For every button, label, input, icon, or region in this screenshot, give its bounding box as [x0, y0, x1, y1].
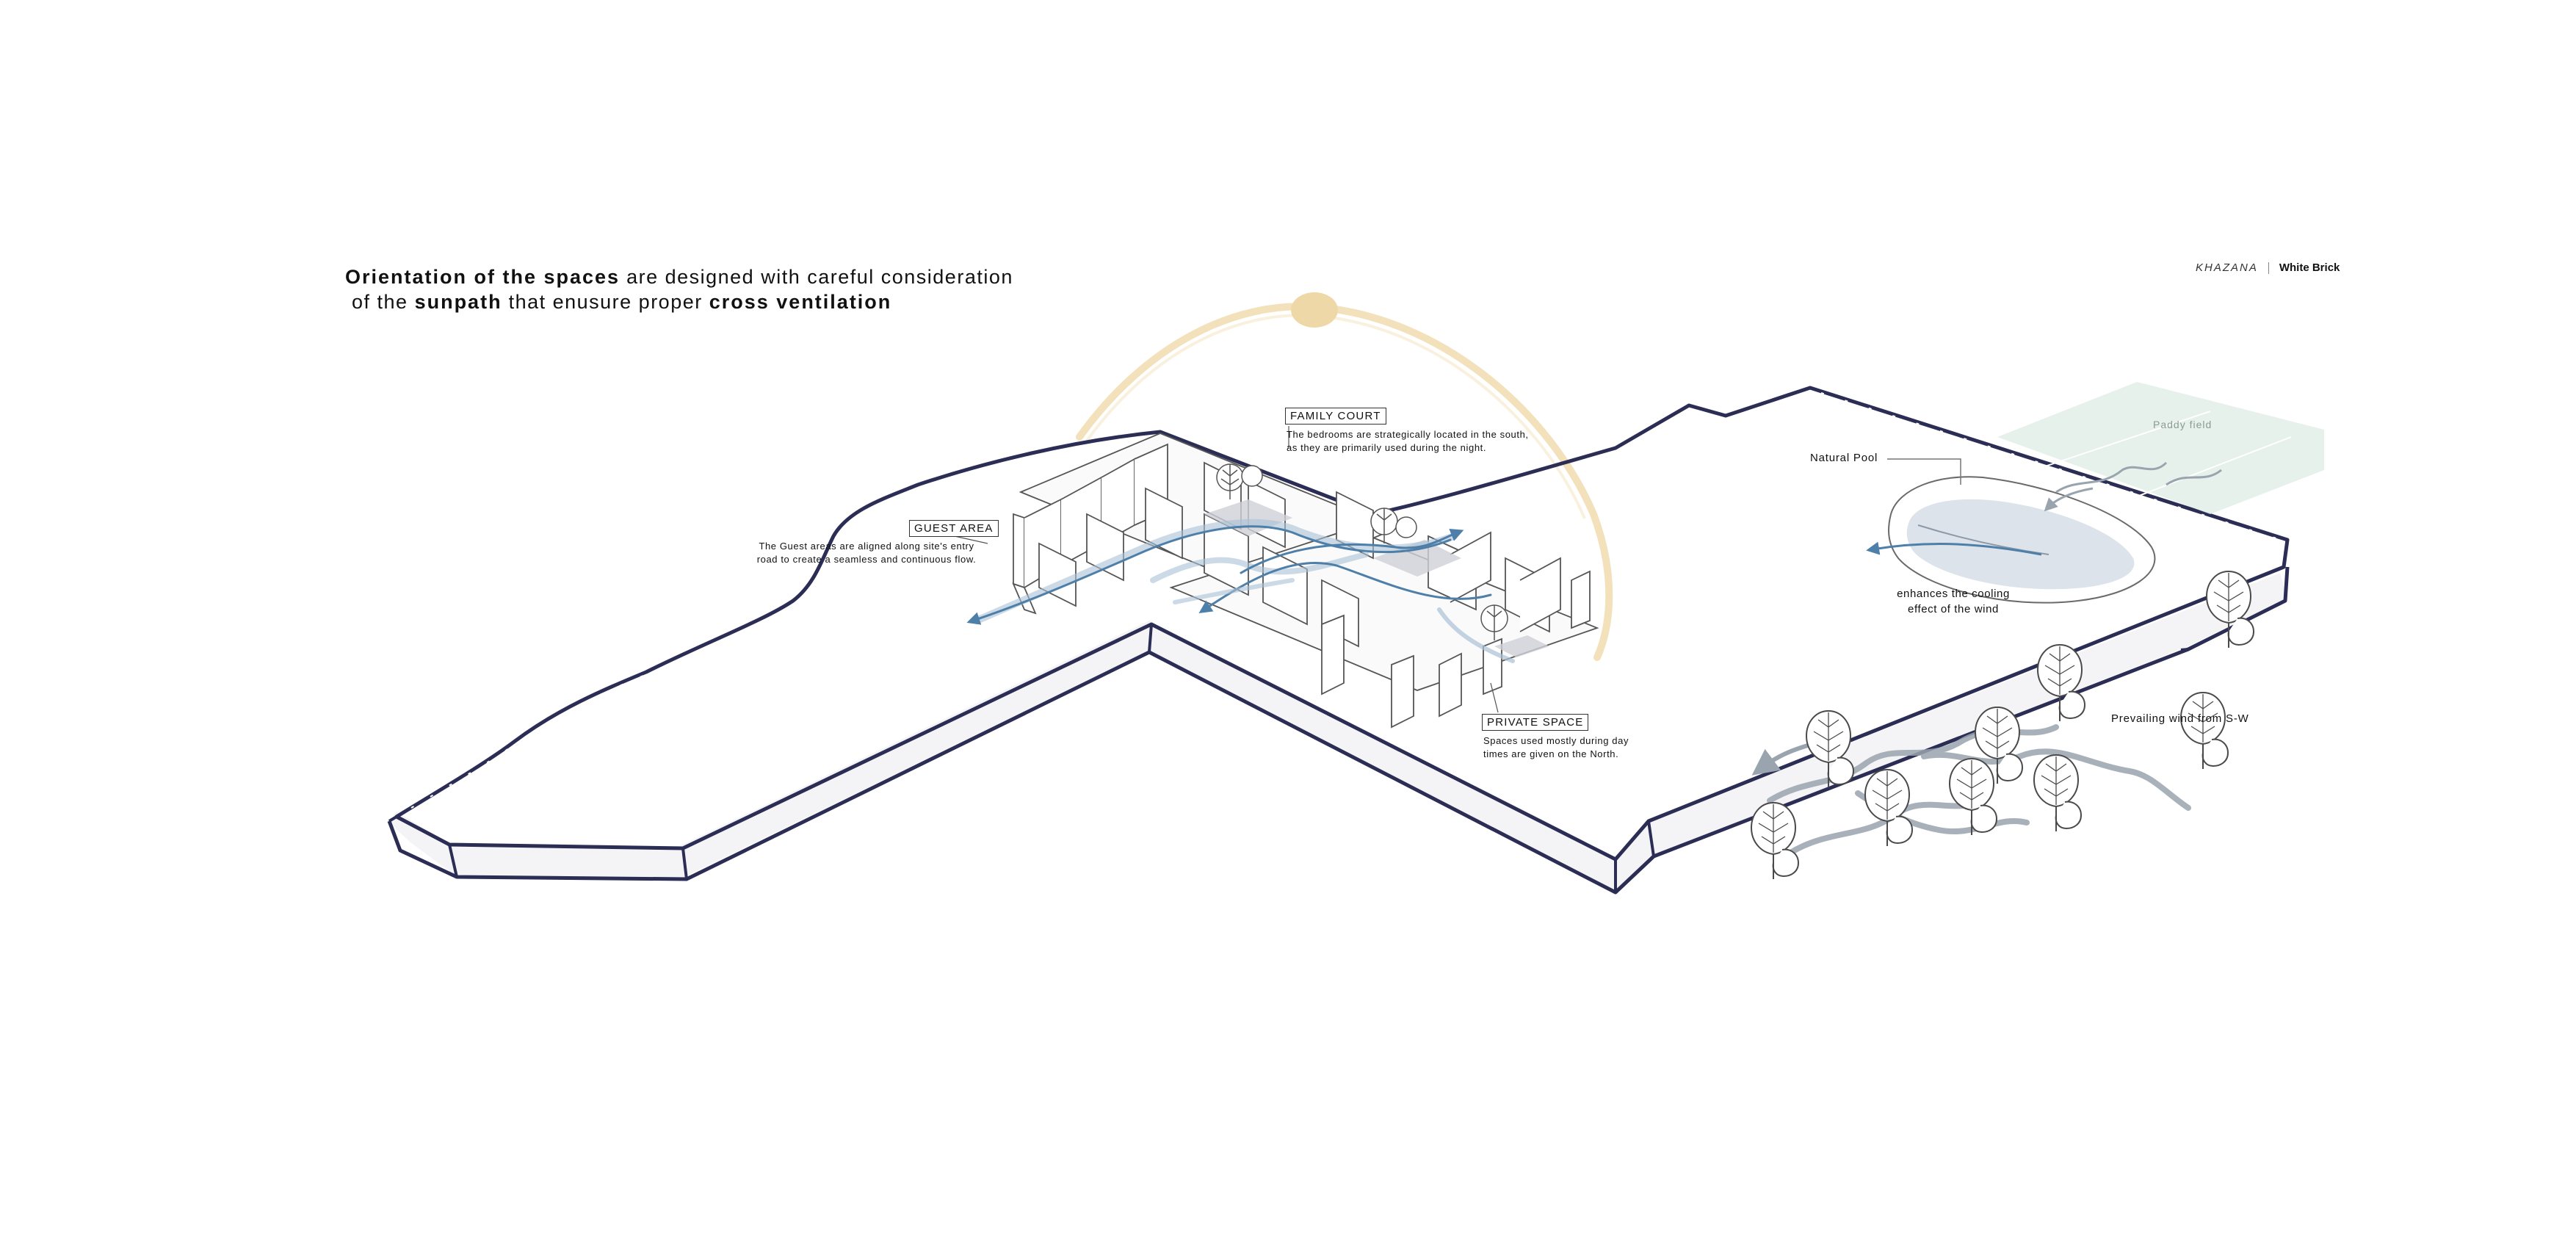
project-name: KHAZANA	[2196, 261, 2258, 274]
guest-area-line-2: road to create a seamless and continuous…	[742, 553, 991, 566]
cooling-line-2: effect of the wind	[1865, 602, 2041, 617]
family-court-description: The bedrooms are strategically located i…	[1287, 428, 1529, 455]
heading-line-1: Orientation of the spaces are designed w…	[345, 264, 1013, 289]
family-court-label: FAMILY COURT	[1285, 408, 1386, 425]
firm-name: White Brick	[2279, 261, 2340, 274]
heading-line-2-pre: of the	[345, 291, 415, 313]
natural-pool	[1873, 477, 2154, 602]
paddy-field-label: Paddy field	[2153, 419, 2212, 430]
guest-area-description: The Guest areas are aligned along site's…	[742, 540, 991, 566]
cooling-line-1: enhances the cooling	[1865, 586, 2041, 602]
brand-mark: KHAZANA White Brick	[2196, 261, 2340, 274]
private-space-line-1: Spaces used mostly during day	[1483, 734, 1629, 748]
heading-line-2-mid: that enusure proper	[502, 291, 709, 313]
heading-line-1-rest: are designed with careful consideration	[620, 266, 1013, 288]
brand-separator	[2268, 262, 2269, 274]
diagram-heading: Orientation of the spaces are designed w…	[345, 264, 1013, 314]
family-court-line-2: as they are primarily used during the ni…	[1287, 441, 1529, 455]
private-space-label: PRIVATE SPACE	[1482, 714, 1588, 731]
guest-area-line-1: The Guest areas are aligned along site's…	[742, 540, 991, 553]
heading-bold-orientation: Orientation of the spaces	[345, 266, 620, 288]
cooling-effect-note: enhances the cooling effect of the wind	[1865, 586, 2041, 617]
heading-bold-sunpath: sunpath	[415, 291, 502, 313]
guest-area-label: GUEST AREA	[909, 520, 999, 537]
heading-bold-cross-ventilation: cross ventilation	[709, 291, 892, 313]
private-space-description: Spaces used mostly during day times are …	[1483, 734, 1629, 761]
natural-pool-label: Natural Pool	[1810, 452, 1878, 464]
heading-line-2: of the sunpath that enusure proper cross…	[345, 289, 1013, 314]
family-court-line-1: The bedrooms are strategically located i…	[1287, 428, 1529, 441]
private-space-line-2: times are given on the North.	[1483, 748, 1629, 761]
sun-icon	[1291, 292, 1338, 328]
prevailing-wind-label: Prevailing wind from S-W	[2111, 712, 2249, 725]
